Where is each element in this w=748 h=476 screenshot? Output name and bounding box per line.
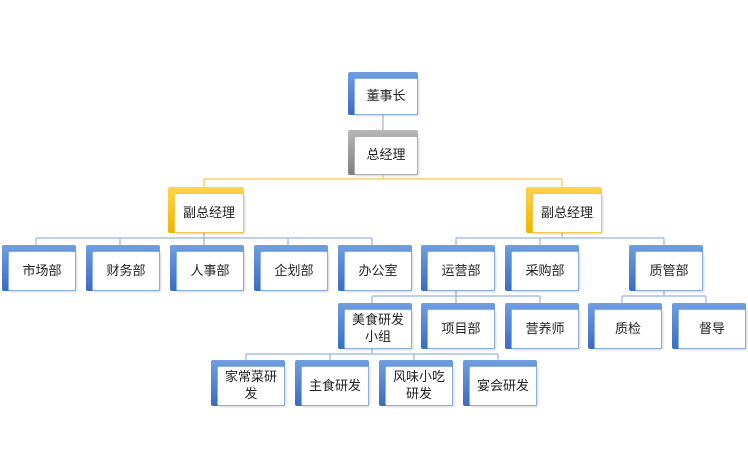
node-home-cooking-rd: 家常菜研 发	[211, 360, 285, 406]
node-hr: 人事部	[170, 245, 244, 291]
node-label: 营养师	[525, 321, 565, 337]
node-label: 主食研发	[308, 378, 361, 394]
node-label: 宴会研发	[476, 378, 529, 394]
node-marketing: 市场部	[2, 245, 76, 291]
node-food-rd-group: 美食研发 小组	[338, 303, 412, 349]
node-snack-rd: 风味小吃 研发	[379, 360, 453, 406]
node-label-line2: 发	[244, 387, 258, 402]
node-label: 财务部	[106, 263, 146, 279]
node-label-line1: 家常菜研	[224, 370, 277, 385]
node-label: 市场部	[22, 263, 62, 279]
node-banquet-rd: 宴会研发	[463, 360, 537, 406]
node-label: 办公室	[358, 263, 398, 279]
node-finance: 财务部	[86, 245, 160, 291]
node-label: 人事部	[190, 263, 230, 279]
node-label-line1: 美食研发	[351, 313, 404, 328]
node-label: 督导	[698, 321, 725, 337]
node-label-line2: 研发	[405, 387, 432, 402]
node-planning: 企划部	[254, 245, 328, 291]
node-vice-manager-left: 副总经理	[168, 187, 244, 233]
node-label: 质管部	[649, 263, 689, 279]
node-label: 项目部	[441, 321, 481, 337]
node-label: 企划部	[274, 263, 314, 279]
node-label-line2: 小组	[364, 330, 391, 345]
node-label: 运营部	[441, 263, 481, 279]
node-qc: 质检	[588, 303, 662, 349]
node-supervisor: 督导	[672, 303, 746, 349]
node-vice-manager-right: 副总经理	[526, 187, 602, 233]
node-label: 副总经理	[182, 205, 235, 221]
node-nutritionist: 营养师	[505, 303, 579, 349]
node-label: 总经理	[366, 148, 406, 163]
node-operations: 运营部	[421, 245, 495, 291]
node-chairman: 董事长	[348, 72, 418, 115]
node-project: 项目部	[421, 303, 495, 349]
node-label-line1: 风味小吃	[392, 370, 445, 385]
node-general-manager: 总经理	[348, 130, 418, 175]
node-label: 采购部	[525, 263, 565, 279]
node-quality: 质管部	[629, 245, 703, 291]
node-staple-rd: 主食研发	[295, 360, 369, 406]
node-office: 办公室	[338, 245, 412, 291]
node-label: 副总经理	[540, 205, 593, 221]
node-purchasing: 采购部	[505, 245, 579, 291]
node-label: 董事长	[366, 89, 406, 104]
node-label: 质检	[614, 321, 641, 337]
